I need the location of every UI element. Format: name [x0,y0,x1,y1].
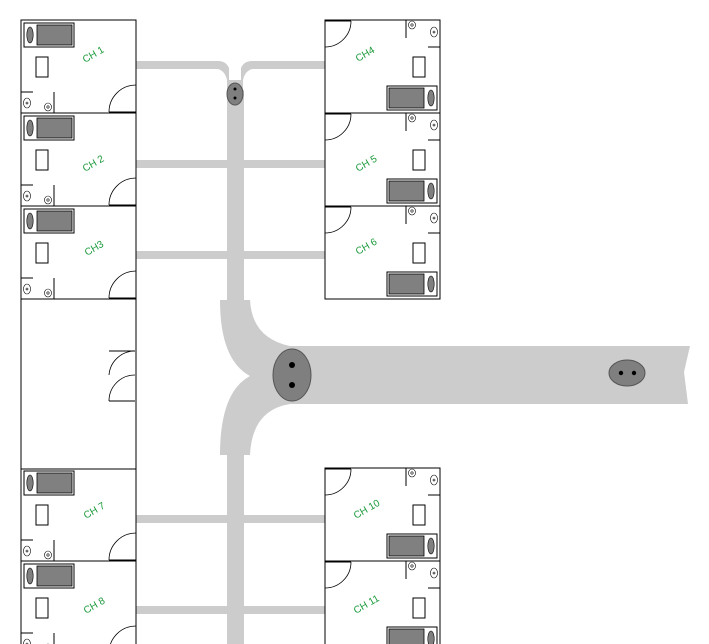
room-ch6 [324,205,441,300]
room-ch7 [20,467,137,562]
room-ch11 [324,560,441,644]
path-branch-ch5 [243,160,325,168]
path-branch-ch3 [136,251,228,259]
room-ch4 [324,19,441,114]
path-branch-ch8 [136,606,228,614]
room-ch3 [20,205,137,300]
marker-junction[interactable] [272,348,312,402]
room-ch10 [324,467,441,562]
path-spine-upper [227,90,244,330]
path-branch-ch2 [136,160,228,168]
room-ch2 [20,112,137,207]
path-spine-lower [227,445,244,644]
rooms [20,19,441,644]
room-ch8 [20,560,137,644]
path-branch-ch1-ch4 [136,61,325,100]
path-branch-ch10 [243,515,325,523]
room-ch1 [20,19,137,114]
path-branch-ch7 [136,515,228,523]
room-ch5 [324,112,441,207]
path-junction [220,300,690,455]
marker-corridor-east[interactable] [608,359,646,387]
corridor-paths [136,61,690,644]
marker-small[interactable] [226,82,244,106]
path-branch-ch11 [243,606,325,614]
common-room [20,298,137,470]
path-branch-ch6 [243,251,325,259]
